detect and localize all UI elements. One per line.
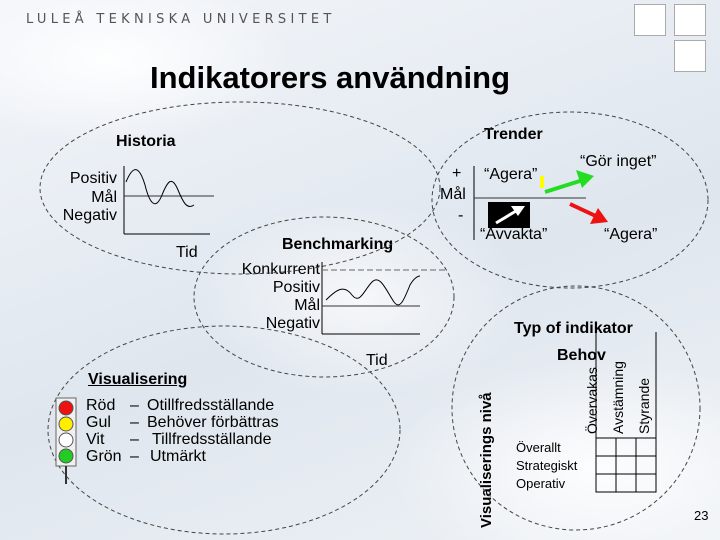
benchmarking-heading: Benchmarking — [282, 236, 394, 253]
legend-dash-red: – — [130, 397, 139, 414]
trender-green-arrow-head — [576, 170, 594, 188]
trender-gor-inget: “Gör inget” — [580, 153, 657, 170]
legend-color-green: Grön — [86, 448, 122, 465]
traffic-light-red — [58, 400, 74, 416]
typ-grid — [595, 332, 657, 493]
traffic-light-white — [58, 432, 74, 448]
typ-behov-label: Behov — [557, 347, 606, 364]
historia-label-positiv: Positiv — [69, 170, 117, 187]
trender-mal: Mål — [440, 186, 466, 203]
historia-heading: Historia — [116, 133, 176, 150]
trender-chart — [473, 166, 586, 240]
legend-dash-yellow: – — [130, 414, 139, 431]
historia-label-negativ: Negativ — [62, 207, 117, 224]
trender-avvakta: “Avvakta” — [480, 226, 548, 243]
typ-row-strategiskt: Strategiskt — [516, 458, 578, 473]
benchmarking-label-mal: Mål — [294, 297, 320, 314]
benchmarking-chart — [321, 262, 446, 335]
benchmarking-dashed-ellipse — [193, 216, 455, 378]
legend-text-green: Utmärkt — [150, 448, 206, 465]
historia-dashed-ellipse — [39, 101, 441, 275]
legend-color-white: Vit — [86, 431, 105, 448]
legend-text-yellow: Behöver förbättras — [147, 414, 279, 431]
typ-heading: Typ of indikator — [514, 320, 633, 337]
traffic-light-green — [58, 448, 74, 464]
benchmarking-time-label: Tid — [366, 352, 388, 369]
trender-plus: + — [452, 165, 462, 182]
trender-red-arrow-head — [590, 208, 608, 224]
trender-agera-top: “Agera” — [484, 166, 538, 183]
trender-minus: - — [458, 207, 464, 224]
visualisering-dashed-ellipse — [47, 325, 401, 535]
benchmarking-label-positiv: Positiv — [272, 279, 320, 296]
trender-heading: Trender — [484, 126, 543, 143]
legend-text-red: Otillfredsställande — [147, 397, 275, 414]
legend-dash-green: – — [130, 448, 139, 465]
visualisering-heading: Visualisering — [88, 371, 188, 388]
trender-dashed-ellipse — [431, 111, 709, 289]
trender-white-arrow-line — [495, 209, 517, 225]
legend-color-red: Röd — [86, 397, 116, 414]
traffic-light — [55, 397, 77, 484]
typ-dashed-ellipse — [451, 285, 701, 531]
typ-row-operativ: Operativ — [516, 476, 566, 491]
historia-time-label: Tid — [176, 244, 198, 261]
university-logo-text: LULEÅ TEKNISKA UNIVERSITET — [26, 12, 336, 27]
trender-agera-right: “Agera” — [604, 226, 658, 243]
historia-label-mal: Mål — [91, 189, 117, 206]
benchmarking-label-negativ: Negativ — [265, 315, 320, 332]
legend-text-white: Tillfredsställande — [152, 431, 272, 448]
historia-chart — [123, 166, 214, 235]
legend-dash-white: – — [130, 431, 139, 448]
traffic-light-yellow — [58, 416, 74, 432]
typ-row-overallt: Överallt — [516, 440, 561, 455]
trender-green-arrow-line — [544, 178, 584, 194]
page-title: Indikatorers användning — [150, 60, 511, 95]
trender-white-arrow-head — [511, 206, 525, 216]
trender-yellow-box — [540, 176, 544, 188]
legend-color-yellow: Gul — [86, 414, 111, 431]
page-number: 23 — [694, 508, 709, 523]
